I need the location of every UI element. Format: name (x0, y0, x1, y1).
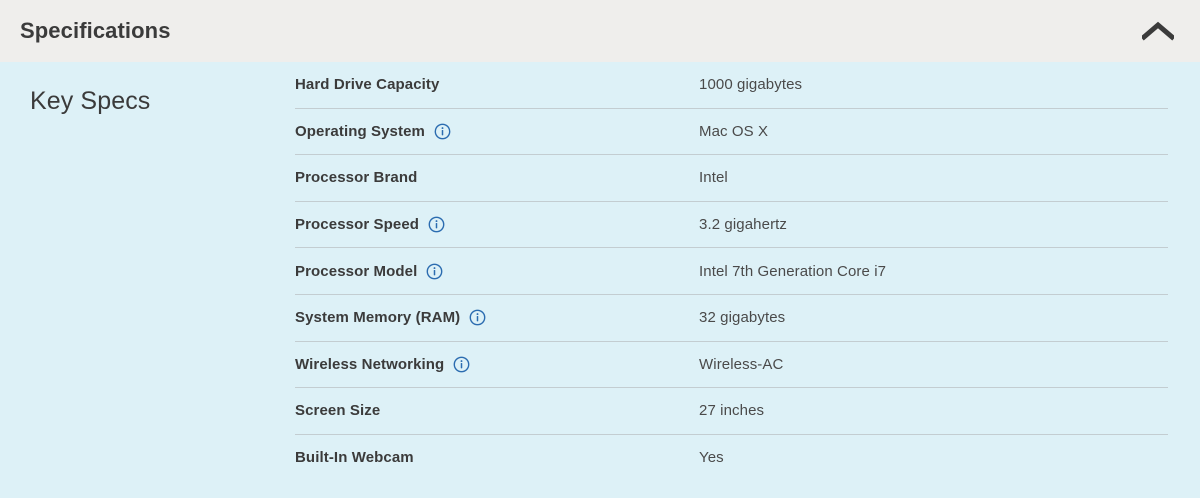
spec-name-cell: Hard Drive Capacity (295, 62, 699, 108)
spec-value-cell: 1000 gigabytes (699, 62, 1168, 108)
spec-value-cell: 27 inches (699, 387, 1168, 435)
spec-value: 1000 gigabytes (699, 76, 803, 94)
spec-value: Intel 7th Generation Core i7 (699, 262, 887, 280)
spec-label: Screen Size (295, 402, 381, 420)
table-row: Processor Model Intel 7th Generation Core… (295, 247, 1168, 295)
spec-name-wrapper: Processor Model (295, 248, 699, 294)
info-icon[interactable] (453, 356, 470, 373)
spec-value-cell: Intel 7th Generation Core i7 (699, 247, 1168, 295)
info-icon[interactable] (434, 123, 451, 140)
spec-value-cell: Mac OS X (699, 107, 1168, 155)
spec-label: Hard Drive Capacity (295, 76, 440, 94)
spec-value-cell: Intel (699, 154, 1168, 202)
spec-name-wrapper: Operating System (295, 109, 699, 155)
info-icon[interactable] (426, 263, 443, 280)
spec-value: Intel (699, 169, 728, 187)
table-row: Processor Brand Intel (295, 154, 1168, 202)
spec-group-column: Key Specs (0, 62, 295, 498)
spec-value: Wireless-AC (699, 355, 784, 373)
spec-name-wrapper: Processor Brand (295, 155, 699, 201)
spec-name-cell: Processor Speed (295, 200, 699, 248)
spec-value-cell: Yes (699, 433, 1168, 481)
spec-value-cell: 3.2 gigahertz (699, 200, 1168, 248)
spec-label: Built-In Webcam (295, 449, 414, 467)
table-row: Screen Size 27 inches (295, 387, 1168, 435)
spec-name-cell: Processor Brand (295, 154, 699, 202)
table-row: System Memory (RAM) 32 gigabytes (295, 293, 1168, 342)
chevron-up-icon (1142, 21, 1174, 41)
table-row: Built-In Webcam Yes (295, 433, 1168, 481)
info-icon[interactable] (469, 309, 486, 326)
spec-value-cell: 32 gigabytes (699, 293, 1168, 342)
spec-label: Operating System (295, 122, 425, 140)
spec-value: Mac OS X (699, 122, 769, 140)
spec-name-cell: Built-In Webcam (295, 433, 699, 481)
table-row: Wireless Networking Wireless-AC (295, 340, 1168, 388)
spec-name-cell: System Memory (RAM) (295, 293, 699, 342)
spec-value-cell: Wireless-AC (699, 340, 1168, 388)
spec-value: 3.2 gigahertz (699, 216, 788, 234)
collapse-section-button[interactable] (1136, 9, 1180, 53)
specifications-body: Key Specs Hard Drive Capacity 1000 gigaby… (0, 62, 1200, 498)
spec-value: 32 gigabytes (699, 309, 786, 327)
spec-value: 27 inches (699, 402, 765, 420)
spec-label: Processor Speed (295, 216, 420, 234)
spec-label: System Memory (RAM) (295, 309, 461, 327)
specifications-header[interactable]: Specifications (0, 0, 1200, 62)
info-icon[interactable] (428, 216, 445, 233)
spec-name-wrapper: Processor Speed (295, 202, 699, 248)
spec-name-wrapper: System Memory (RAM) (295, 295, 699, 341)
spec-name-wrapper: Built-In Webcam (295, 435, 699, 481)
spec-name-cell: Wireless Networking (295, 340, 699, 388)
spec-name-wrapper: Wireless Networking (295, 342, 699, 388)
spec-name-cell: Processor Model (295, 247, 699, 295)
table-row: Operating System Mac OS X (295, 107, 1168, 155)
table-row: Hard Drive Capacity 1000 gigabytes (295, 62, 1168, 108)
spec-group-title: Key Specs (30, 87, 151, 115)
page-title: Specifications (20, 18, 171, 43)
spec-label: Processor Brand (295, 169, 418, 187)
spec-label: Processor Model (295, 262, 418, 280)
spec-label: Wireless Networking (295, 355, 445, 373)
table-row: Processor Speed 3.2 gigahertz (295, 200, 1168, 248)
spec-name-wrapper: Hard Drive Capacity (295, 62, 699, 108)
spec-name-cell: Operating System (295, 107, 699, 155)
spec-name-wrapper: Screen Size (295, 388, 699, 434)
spec-name-cell: Screen Size (295, 387, 699, 435)
spec-value: Yes (699, 449, 724, 467)
